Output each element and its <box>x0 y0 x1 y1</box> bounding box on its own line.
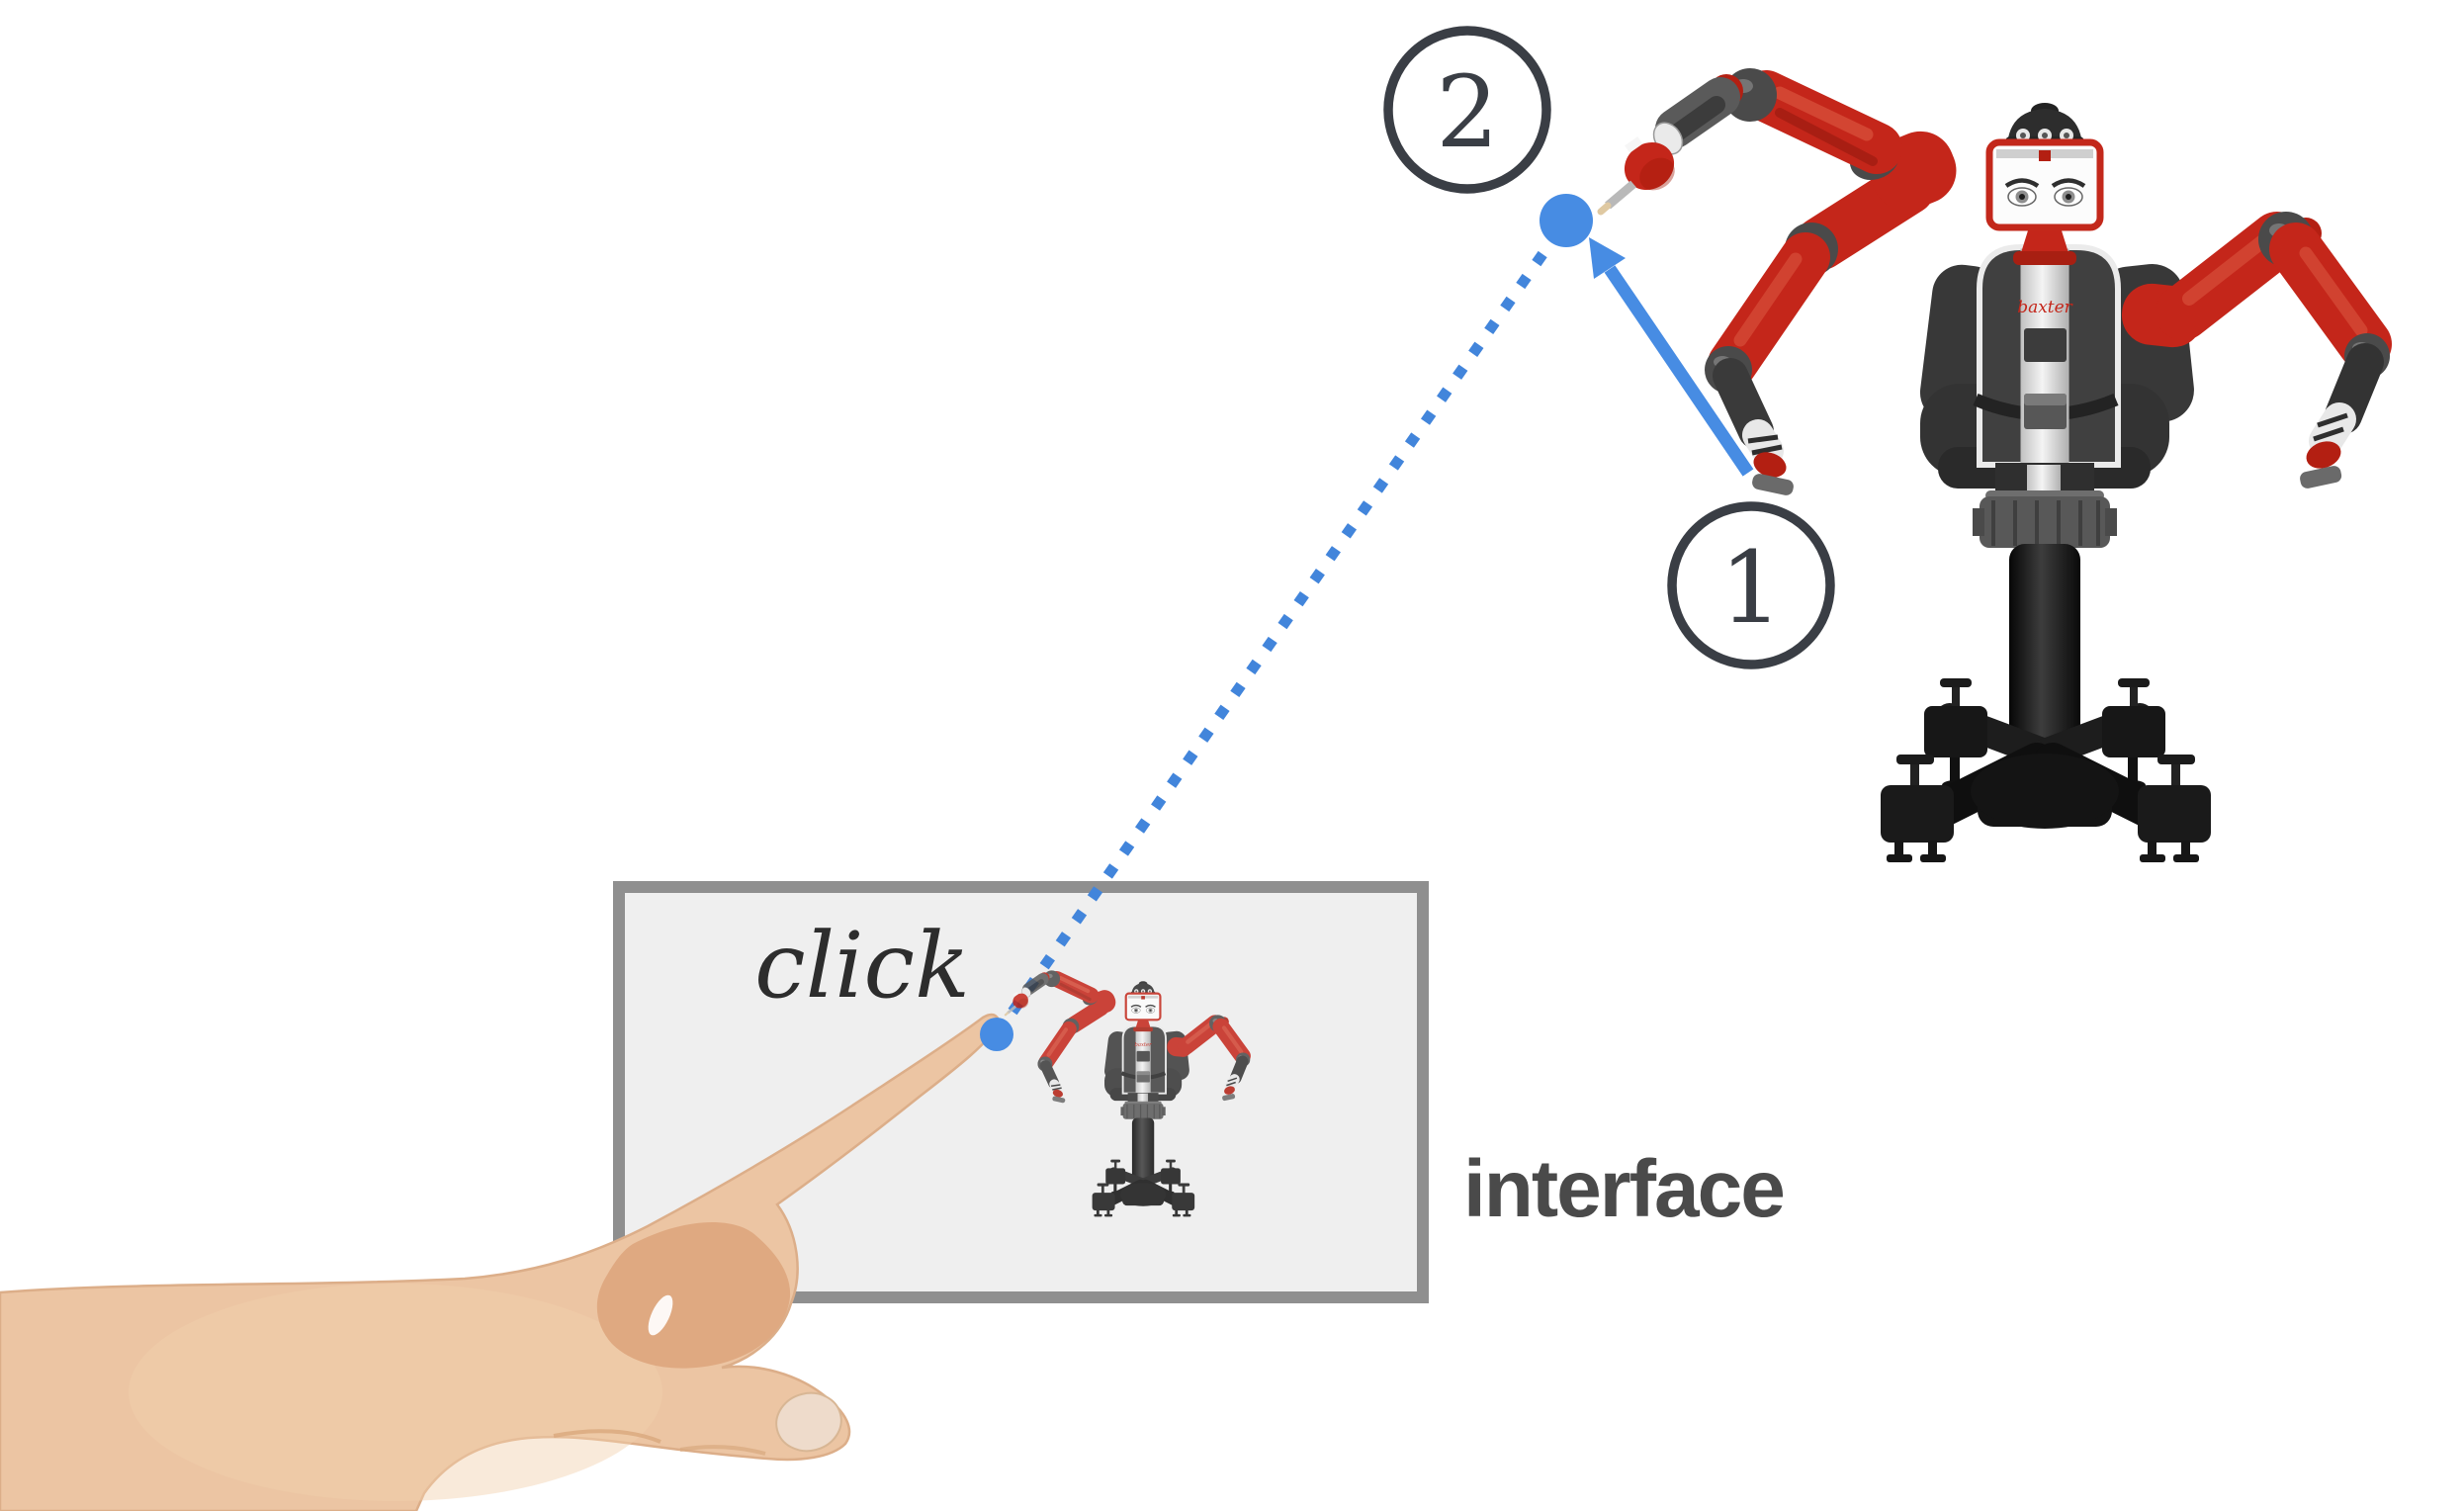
target-dot-interface <box>980 1018 1013 1051</box>
step-1-marker: 1 <box>1667 501 1835 669</box>
folded-knuckle <box>596 1222 791 1369</box>
click-label: click <box>754 913 970 1019</box>
motion-arrow <box>1589 237 1754 477</box>
svg-text:2: 2 <box>1436 54 1499 170</box>
svg-text:1: 1 <box>1719 530 1783 646</box>
pointing-hand-icon <box>0 1013 1002 1511</box>
interface-box <box>613 881 1429 1303</box>
step-2-marker: 2 <box>1383 26 1551 194</box>
interface-label: interface <box>1463 1144 1784 1234</box>
thumb-nail <box>775 1391 842 1453</box>
target-dot-robot <box>1540 194 1593 247</box>
